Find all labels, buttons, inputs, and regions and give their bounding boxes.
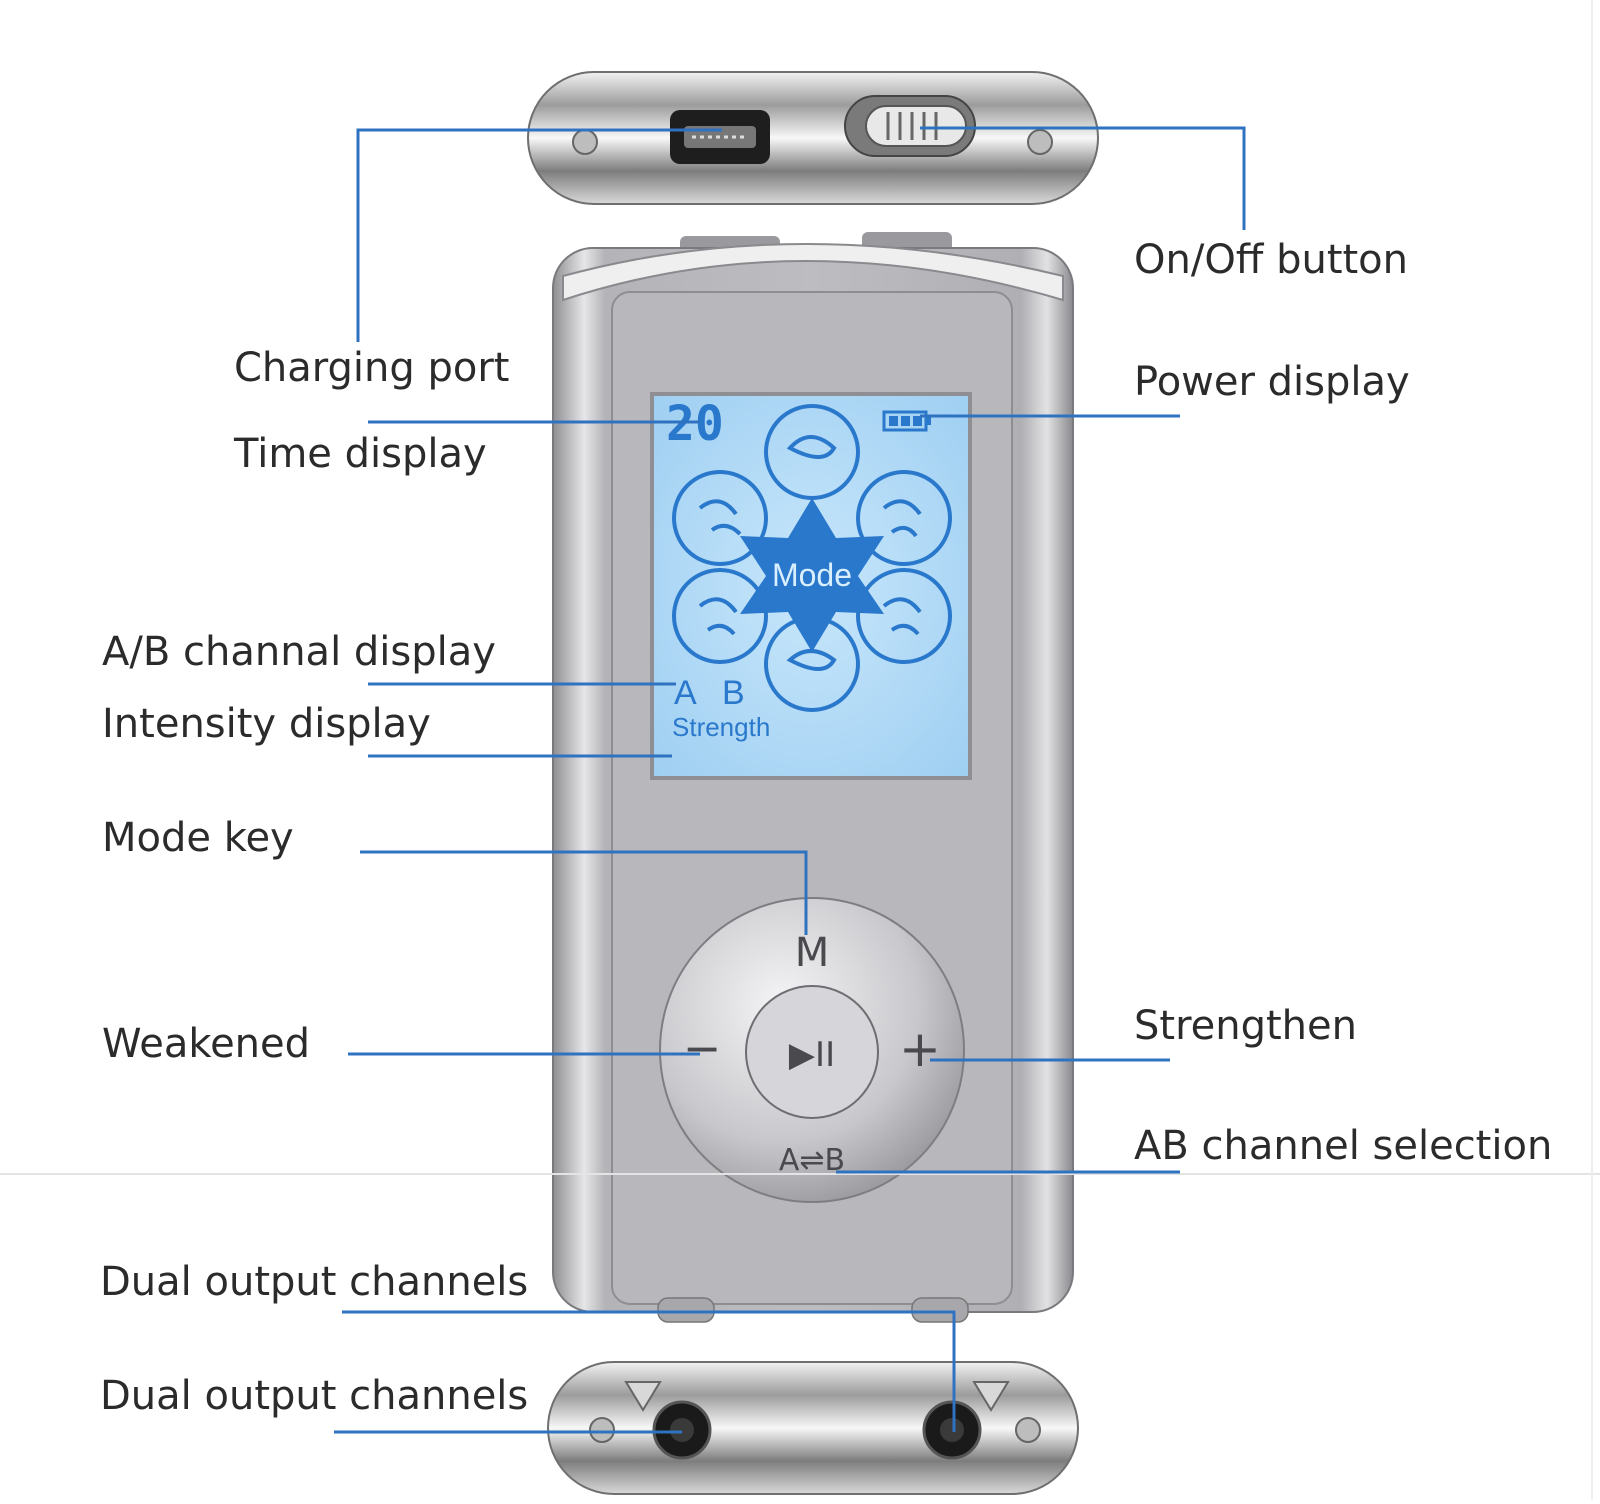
warning-icon [972,1381,1010,1412]
warning-icon [624,1381,662,1412]
label-ab-channel-selection: AB channel selection [1134,1123,1553,1169]
bottom-cap [547,1361,1079,1495]
label-dual-output-2: Dual output channels [100,1373,529,1419]
weaken-key[interactable]: − [683,1021,722,1075]
mode-key[interactable]: M [795,930,830,976]
label-weakened: Weakened [102,1021,311,1067]
label-strengthen: Strengthen [1134,1003,1357,1049]
leader-on-off [920,126,1246,230]
lcd-screen: 20 Mode A B Strength [650,392,972,780]
plus-key-label: + [899,1020,941,1078]
screw-icon [589,1417,615,1443]
label-power-display: Power display [1134,359,1410,405]
output-jack-a[interactable] [652,1400,712,1460]
on-off-switch[interactable] [844,95,976,157]
label-dual-output-1: Dual output channels [100,1259,529,1305]
screw-icon [1015,1417,1041,1443]
channel-b-indicator: B [722,674,745,712]
play-pause-key[interactable]: ▶II [745,985,879,1119]
label-on-off-button: On/Off button [1134,237,1409,283]
strengthen-key[interactable]: + [899,1020,941,1078]
mode-key-label: M [795,930,830,976]
label-intensity-display: Intensity display [102,701,431,747]
minus-key-label: − [683,1021,722,1075]
mode-star-icon [740,498,884,652]
battery-icon [882,410,931,432]
strength-indicator: Strength [672,712,770,742]
play-pause-icon: ▶II [789,1035,835,1075]
leader-dual-output-1 [342,1310,956,1432]
charging-port[interactable] [670,110,770,164]
leader-charging-port [356,128,722,342]
top-cap [527,71,1099,205]
hand-icon [672,568,768,664]
mode-indicator: Mode [772,557,852,593]
screw-icon [1027,129,1053,155]
hand-icon [856,568,952,664]
screw-icon [572,129,598,155]
channel-a-indicator: A [674,674,697,712]
hand-icon [672,470,768,566]
leader-lines [334,126,1246,1434]
ab-channel-key[interactable]: A⇌B [779,1143,845,1178]
label-ab-channel-display: A/B channal display [102,629,496,675]
ab-switch-label: A⇌B [779,1143,845,1178]
output-jack-b[interactable] [922,1400,982,1460]
hand-icon [856,470,952,566]
label-time-display: Time display [234,431,487,477]
time-readout: 20 [666,396,724,452]
label-charging-port: Charging port [234,345,510,391]
label-mode-key: Mode key [102,815,294,861]
leader-mode-key [360,850,808,935]
control-dial: M − + ▶II A⇌B [659,897,965,1203]
